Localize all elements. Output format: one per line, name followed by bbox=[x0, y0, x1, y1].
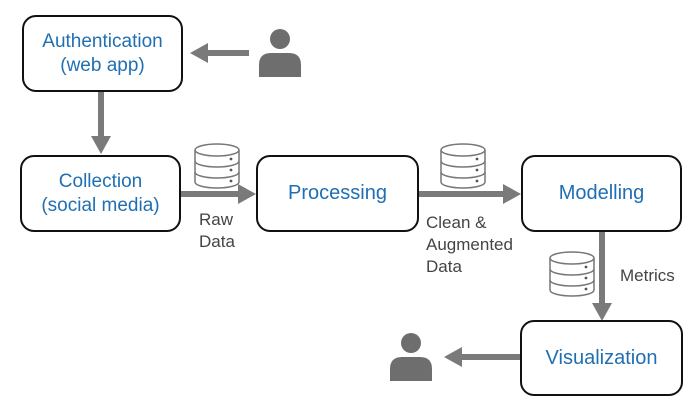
metrics-label-text: Metrics bbox=[620, 266, 675, 285]
database-icon bbox=[549, 251, 595, 297]
processing-title: Processing bbox=[288, 182, 387, 204]
authentication-title: Authentication bbox=[42, 30, 163, 52]
visualization-title: Visualization bbox=[545, 346, 658, 369]
user-icon bbox=[390, 333, 432, 381]
authentication-node: Authentication (web app) bbox=[22, 15, 183, 92]
arrow-modelling-to-visualization bbox=[592, 232, 612, 321]
arrow-collection-to-processing bbox=[181, 184, 256, 204]
collection-subtitle: (social media) bbox=[41, 194, 160, 216]
modelling-title: Modelling bbox=[558, 182, 645, 204]
modelling-node: Modelling bbox=[521, 155, 682, 232]
metrics-label: Metrics bbox=[620, 265, 675, 287]
arrow-authentication-to-collection bbox=[91, 92, 111, 154]
arrow-visualization-to-user bbox=[444, 347, 520, 367]
processing-node: Processing bbox=[256, 155, 419, 232]
clean-augmented-data-label: Clean & Augmented Data bbox=[426, 212, 513, 278]
raw-data-label-line2: Data bbox=[199, 232, 235, 252]
visualization-node: Visualization bbox=[520, 320, 683, 396]
user-icon bbox=[259, 29, 301, 77]
collection-title: Collection bbox=[58, 170, 143, 192]
collection-node: Collection (social media) bbox=[20, 155, 181, 232]
clean-data-label-line3: Data bbox=[426, 257, 462, 277]
raw-data-label-line1: Raw bbox=[199, 210, 234, 229]
database-icon bbox=[440, 143, 486, 189]
clean-data-label-line2: Augmented bbox=[426, 235, 513, 255]
arrow-user-to-authentication bbox=[190, 43, 249, 63]
raw-data-label: Raw Data bbox=[199, 209, 235, 253]
clean-data-label-line1: Clean & bbox=[426, 213, 487, 232]
arrow-processing-to-modelling bbox=[419, 184, 521, 204]
database-icon bbox=[194, 143, 240, 189]
authentication-subtitle: (web app) bbox=[60, 54, 145, 76]
